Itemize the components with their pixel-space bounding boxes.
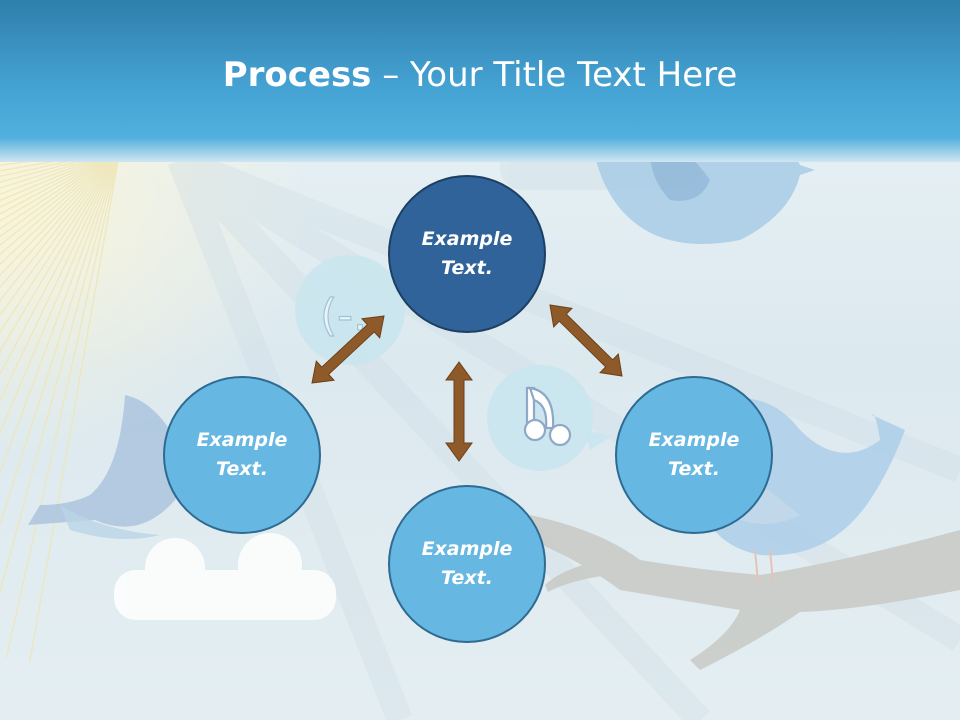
sun-ray (0, 149, 121, 230)
node-text-line1: Example (648, 429, 740, 451)
node-text-line1: Example (196, 429, 288, 451)
sun-ray (0, 149, 121, 435)
sun-ray (0, 149, 121, 527)
sun-ray (0, 149, 121, 183)
sun-ray (0, 149, 121, 202)
arrow-top-left (311, 315, 385, 384)
node-text-line2: Text. (216, 458, 268, 480)
sun-ray (0, 149, 121, 353)
node-text-line2: Text. (441, 567, 493, 589)
node-text-line2: Text. (441, 257, 493, 279)
title-bar (0, 0, 960, 162)
sun-ray (0, 149, 121, 403)
slide-title: Process – Your Title Text Here (0, 52, 960, 98)
sun-ray (0, 149, 121, 317)
cloud-bottom-left (114, 533, 336, 620)
sun-ray (0, 149, 121, 238)
arrow-top-right (549, 304, 623, 377)
sun-ray (0, 149, 121, 247)
sun-ray (0, 149, 121, 172)
node-text-line2: Text. (668, 458, 720, 480)
process-node-bottom[interactable]: Example Text. (388, 485, 546, 643)
sun-ray (0, 149, 121, 189)
process-node-top[interactable]: Example Text. (388, 175, 546, 333)
sun-ray (0, 149, 121, 595)
sun-ray (29, 149, 121, 663)
sun-ray (5, 149, 121, 658)
sun-ray (0, 149, 121, 222)
music-note-icon (487, 365, 612, 471)
sun-ray (0, 149, 121, 208)
tree-branch (530, 515, 960, 670)
process-node-right[interactable]: Example Text. (615, 376, 773, 534)
sun-ray (0, 149, 121, 266)
sun-ray (0, 149, 121, 376)
sun-ray (0, 149, 121, 178)
arrow-vertical (445, 361, 473, 462)
sun-rays (0, 125, 121, 663)
sun-ray (0, 149, 121, 334)
node-text-line1: Example (421, 228, 513, 250)
process-node-left[interactable]: Example Text. (163, 376, 321, 534)
sun-ray (0, 149, 121, 475)
sun-ray (0, 149, 121, 289)
bird-left (28, 395, 182, 539)
sun-ray (0, 149, 121, 302)
sun-ray (0, 149, 121, 215)
title-rest: – Your Title Text Here (371, 55, 738, 95)
sun-ray (0, 149, 121, 195)
sun-ray (0, 149, 121, 256)
title-bold: Process (222, 55, 372, 95)
node-text-line1: Example (421, 538, 513, 560)
sun-ray (0, 149, 121, 277)
smiley-emoticon-icon: (-. (295, 255, 405, 365)
